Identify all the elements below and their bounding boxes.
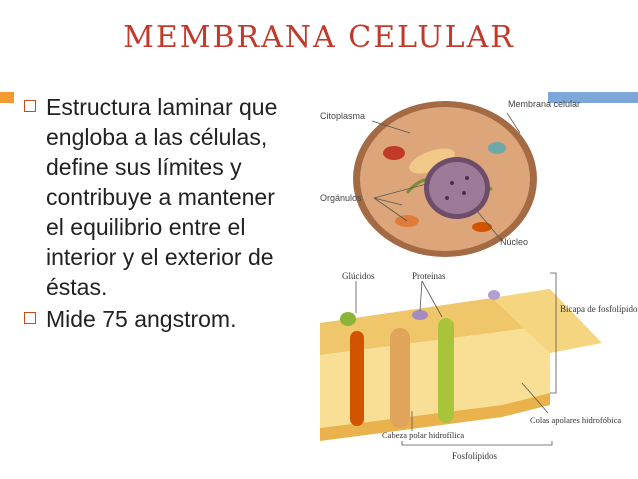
label-membrana-celular: Membrana celular [508, 99, 580, 109]
cell-illustration [353, 101, 537, 257]
bullet-item: Mide 75 angstrom. [24, 304, 294, 334]
bullet-square-icon [24, 100, 36, 112]
right-accent-bar [548, 92, 638, 103]
protein-shape [488, 290, 500, 300]
organelle-shape [409, 148, 455, 174]
label-cabeza-polar: Cabeza polar hidrofílica [382, 430, 464, 440]
label-fosfolipidos: Fosfolípidos [452, 451, 498, 461]
protein-shape [438, 318, 454, 423]
phospholipid-bilayer-illustration [320, 289, 602, 441]
label-proteinas: Proteínas [412, 271, 446, 281]
protein-shape [412, 310, 428, 320]
left-accent-bar [0, 92, 14, 103]
slide-title: MEMBRANA CELULAR [123, 20, 515, 55]
bullet-item: Estructura laminar que engloba a las cél… [24, 92, 294, 302]
label-glucidos: Glúcidos [342, 271, 375, 281]
organelle-shape [383, 146, 405, 160]
bilayer-tails-shape [320, 325, 550, 428]
bilayer-peel-shape [492, 289, 602, 353]
bullet-list: Estructura laminar que engloba a las cél… [24, 92, 294, 336]
label-bicapa: Bicapa de fosfolípidos [560, 304, 638, 314]
label-citoplasma: Citoplasma [320, 111, 365, 121]
nucleus-shape [429, 162, 485, 214]
organelle-shape [488, 142, 506, 154]
protein-shape [390, 328, 410, 428]
bullet-text: Mide 75 angstrom. [46, 306, 237, 332]
glucido-shape [340, 312, 356, 326]
label-organulos: Orgánulos [320, 193, 362, 203]
label-colas-apolares: Colas apolares hidrofóbica [530, 415, 621, 425]
organelle-shape [472, 222, 492, 232]
label-nucleo: Núcleo [500, 237, 528, 247]
bullet-square-icon [24, 312, 36, 324]
bilayer-bottom-shape [320, 393, 550, 441]
cell-membrane-illustration: Citoplasma Membrana celular Orgánulos Nú… [320, 99, 638, 461]
bullet-text: Estructura laminar que engloba a las cél… [46, 94, 278, 300]
bilayer-top-shape [320, 289, 550, 355]
protein-shape [350, 331, 364, 426]
